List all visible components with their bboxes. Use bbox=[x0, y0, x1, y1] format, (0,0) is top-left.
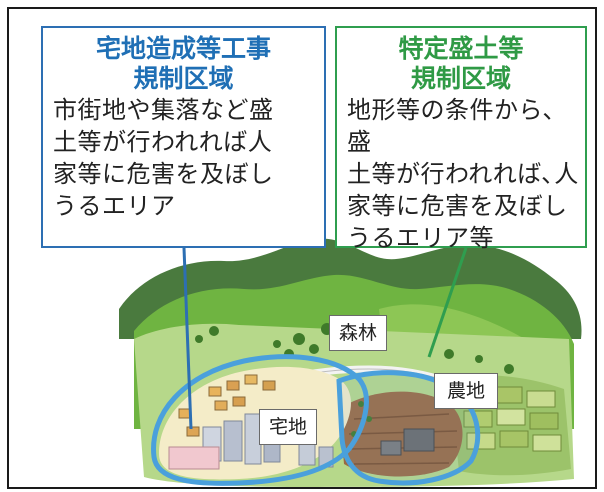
figure-frame: 森林 農地 宅地 宅地造成等工事 規制区域 市街地や集落など盛 土等が行われれば… bbox=[7, 7, 597, 489]
description-line: 土等が行われれば､人 bbox=[347, 160, 579, 188]
description-line: 地形等の条件から､盛 bbox=[347, 96, 556, 156]
blue-pointer-line bbox=[182, 247, 193, 430]
description-line: うるエリア bbox=[53, 192, 176, 220]
description-line: 家等に危害を及ぼし bbox=[347, 192, 568, 220]
brown-field bbox=[339, 391, 463, 477]
description-line: うるエリア等 bbox=[347, 224, 494, 252]
green-pointer-line bbox=[427, 247, 468, 358]
residential-area-outline bbox=[151, 354, 369, 486]
residential-control-title-line2: 規制区域 bbox=[133, 64, 234, 93]
description-line: 家等に危害を及ぼし bbox=[53, 160, 274, 188]
specified-fill-title: 特定盛土等 規制区域 bbox=[337, 34, 585, 94]
forest-label: 森林 bbox=[329, 315, 387, 351]
specified-fill-box: 特定盛土等 規制区域 地形等の条件から､盛 土等が行われれば､人 家等に危害を及… bbox=[335, 26, 587, 252]
farmland-label: 農地 bbox=[434, 373, 498, 409]
residential-control-title-line1: 宅地造成等工事 bbox=[95, 34, 271, 63]
specified-fill-title-line2: 規制区域 bbox=[410, 64, 511, 93]
residential-control-box: 宅地造成等工事 規制区域 市街地や集落など盛 土等が行われれば人 家等に危害を及… bbox=[41, 26, 326, 248]
specified-fill-title-line1: 特定盛土等 bbox=[398, 34, 524, 63]
description-line: 土等が行われれば人 bbox=[53, 128, 273, 156]
residential-control-title: 宅地造成等工事 規制区域 bbox=[43, 34, 324, 94]
farm-plots bbox=[460, 386, 562, 452]
description-line: 市街地や集落など盛 bbox=[53, 96, 274, 124]
residential-label: 宅地 bbox=[259, 409, 317, 445]
residential-control-description: 市街地や集落など盛 土等が行われれば人 家等に危害を及ぼし うるエリア bbox=[43, 94, 324, 222]
specified-fill-description: 地形等の条件から､盛 土等が行われれば､人 家等に危害を及ぼし うるエリア等 bbox=[337, 94, 585, 254]
